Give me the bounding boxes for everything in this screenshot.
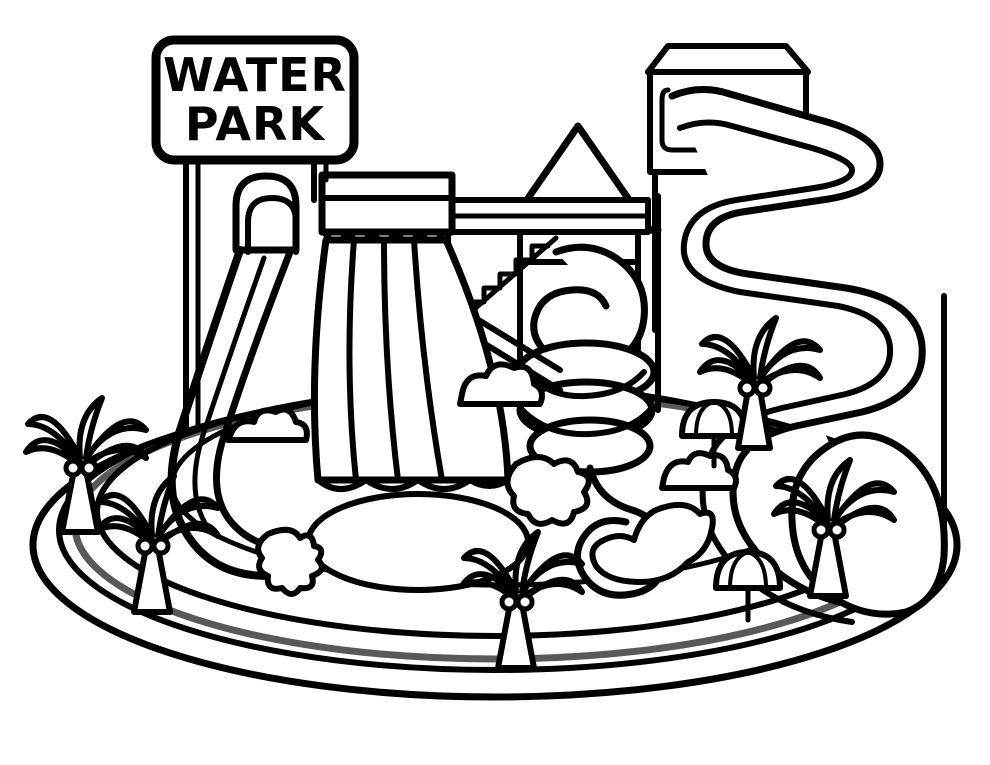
- sign-board[interactable]: [151, 35, 359, 165]
- spiral-slide: [514, 243, 668, 599]
- palm-coconut-1: [135, 536, 155, 556]
- bush-left: [225, 406, 310, 443]
- palm-frond-2: [25, 414, 83, 465]
- tube-top-arch-inner: [245, 195, 299, 255]
- palm-frond-3: [76, 395, 105, 461]
- palm-frond-1: [95, 515, 155, 547]
- palm-frond-4: [519, 552, 585, 595]
- palm-frond-2: [773, 476, 831, 527]
- umbrella-canopy: [679, 399, 749, 439]
- umbrella-panel-line-1: [728, 550, 750, 590]
- spiral-inner-line-1: [525, 369, 647, 400]
- palm-frond-5: [757, 362, 823, 389]
- racer-base-lip: [315, 477, 511, 492]
- spiral-inner-line-2: [519, 407, 653, 438]
- palm-coconut-2: [515, 592, 535, 612]
- palm-left-lower: [95, 473, 221, 615]
- palm-frond-5: [831, 504, 897, 531]
- tube-outer-edge: [167, 246, 304, 580]
- splash-right: [589, 501, 716, 585]
- palm-frond-4: [155, 496, 221, 539]
- sign-line-1: WATER: [163, 48, 347, 102]
- palm-coconut-1: [737, 378, 757, 398]
- palm-coconut-2: [827, 520, 847, 540]
- splash-left: [255, 526, 325, 597]
- palm-right-upper: [697, 315, 823, 451]
- umbrella-canopy: [713, 549, 783, 591]
- tower-slide-mouth: [659, 87, 723, 153]
- palm-frond-2: [699, 334, 757, 385]
- palm-frond-3: [512, 529, 541, 595]
- racer-lane-divider-3: [411, 237, 445, 483]
- racer-lane-divider-2: [381, 237, 401, 483]
- palm-coconut-2: [753, 378, 773, 398]
- palm-right-lower: [771, 457, 897, 599]
- palm-frond-3: [750, 315, 779, 381]
- palm-coconut-2: [151, 536, 171, 556]
- bush-center: [457, 361, 545, 407]
- palm-frond-3: [148, 473, 177, 539]
- palm-frond-2: [97, 492, 155, 543]
- umbrella-bottom-right: [713, 549, 783, 623]
- palm-frond-4: [83, 418, 149, 461]
- racer-header-board: [318, 171, 456, 236]
- palm-left-upper: [23, 395, 149, 535]
- umbrella-panel-line-2: [712, 400, 734, 438]
- palm-frond-3: [824, 457, 853, 523]
- tower-roof: [645, 43, 811, 75]
- palm-frond-5: [83, 442, 149, 469]
- palm-frond-1: [23, 437, 83, 469]
- bush-right: [659, 450, 739, 491]
- umbrella-panel-line-2: [746, 550, 768, 590]
- palm-frond-1: [459, 571, 519, 603]
- palm-coconut-1: [811, 520, 831, 540]
- palm-bottom-center: [459, 529, 585, 671]
- palm-frond-1: [697, 357, 757, 389]
- palm-frond-4: [757, 338, 823, 381]
- palm-coconut-2: [79, 458, 99, 478]
- splash-center: [504, 454, 592, 527]
- palm-coconut-1: [63, 458, 83, 478]
- racing-slide: [310, 171, 512, 492]
- umbrella-panel-line-1: [694, 400, 716, 438]
- racer-lane-divider-1: [346, 237, 359, 483]
- palm-coconut-1: [499, 592, 519, 612]
- palm-frond-4: [831, 480, 897, 523]
- tube-inner-edge: [213, 248, 314, 552]
- sign-line-2: PARK: [185, 97, 327, 151]
- palm-frond-2: [461, 548, 519, 599]
- palm-frond-1: [771, 499, 831, 531]
- water-park-sign[interactable]: WATER PARK: [151, 35, 359, 165]
- palm-frond-5: [519, 576, 585, 603]
- palm-frond-5: [155, 520, 221, 547]
